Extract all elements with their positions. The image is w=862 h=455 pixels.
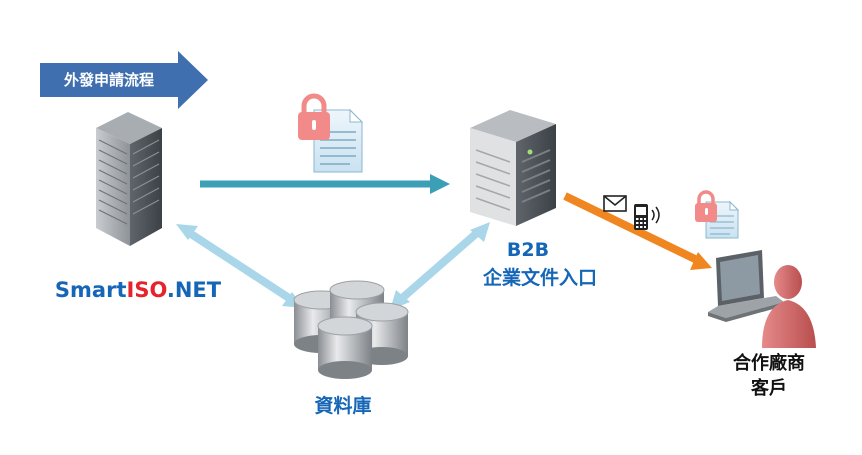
server-icon: [470, 110, 556, 226]
mobile-phone-icon: [634, 204, 660, 230]
smartiso-label-part2: ISO: [127, 278, 167, 302]
database-icon: [293, 280, 409, 379]
b2b-label-line1: B2B: [507, 239, 549, 261]
partner-label-line1: 合作廠商: [733, 352, 805, 374]
email-icon: [603, 195, 627, 212]
b2b-label-line2: 企業文件入口: [482, 266, 597, 289]
database-label: 資料庫: [314, 394, 371, 417]
person-icon: [762, 265, 816, 348]
document-lock-icon: [695, 190, 740, 239]
laptop-icon: [708, 250, 784, 322]
banner-label: 外發申請流程: [63, 71, 154, 89]
arrow-b2b-to-partner: [563, 192, 712, 270]
partner-label-line2: 客戶: [751, 377, 787, 399]
smartiso-label-part3: .NET: [167, 278, 222, 302]
server-icon: [96, 112, 162, 246]
smartiso-label-part1: Smart: [55, 278, 127, 302]
document-lock-icon: [298, 93, 364, 173]
arrow-b2b-database: [390, 222, 490, 310]
arrow-smartiso-to-b2b: [200, 174, 450, 194]
smartiso-label: SmartISO.NET: [55, 278, 222, 302]
process-banner-arrow: [40, 51, 208, 109]
